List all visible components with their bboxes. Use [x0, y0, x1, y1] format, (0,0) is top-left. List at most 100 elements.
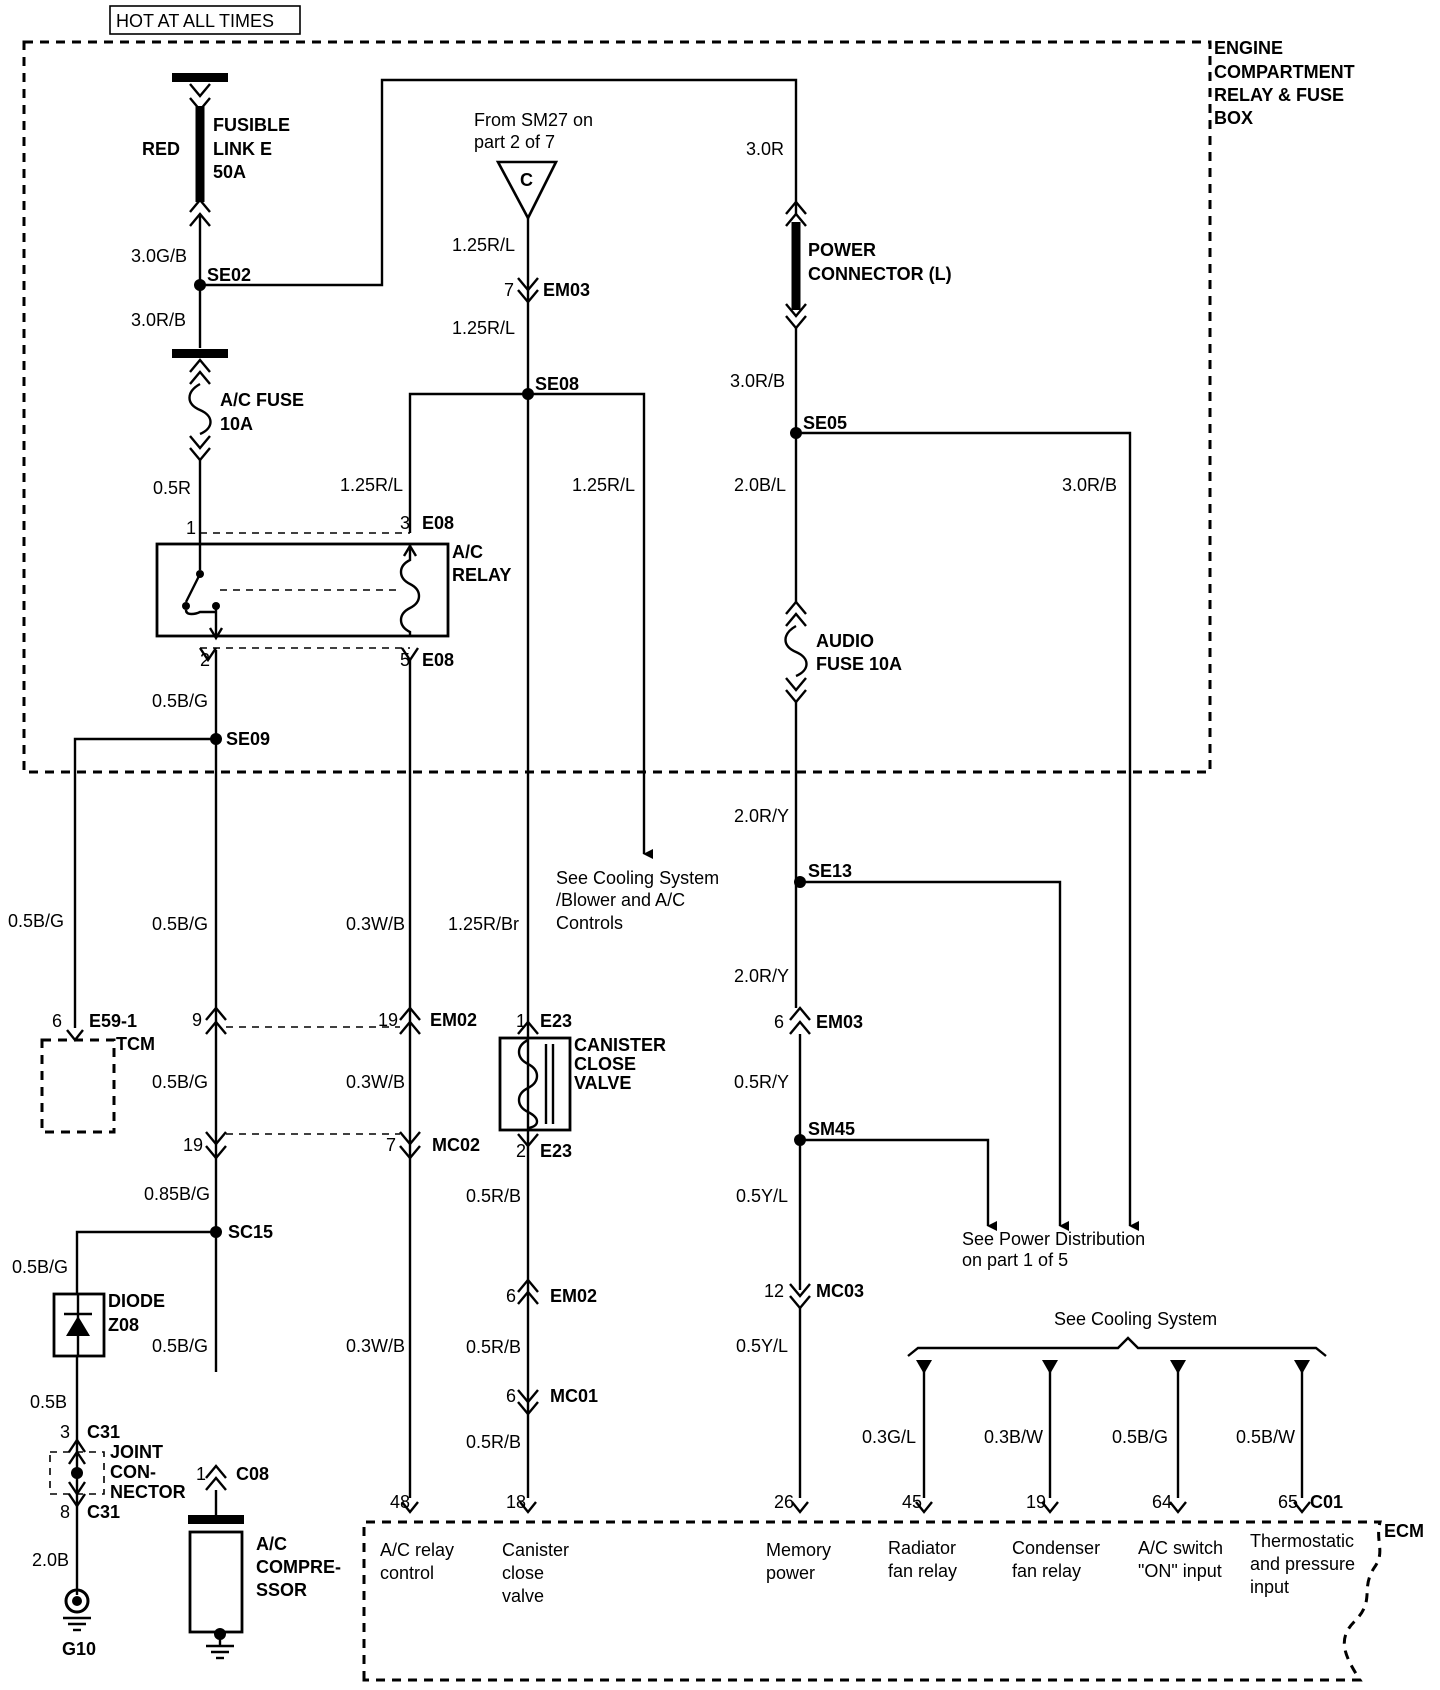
pins-p6em02-label: 6 [506, 1286, 516, 1306]
connectors-c08-label: C08 [236, 1464, 269, 1484]
ecm-functions-f45-0-label: Radiator [888, 1538, 956, 1558]
ecm-functions-f64-1-label: "ON" input [1138, 1561, 1222, 1581]
wire-segment [517, 1133, 539, 1148]
wire-segment [75, 1230, 216, 1293]
pins-ecm65-label: 65 [1278, 1492, 1298, 1512]
ecm-functions-f65-0-label: Thermostatic [1250, 1531, 1354, 1551]
wire-segment [399, 1131, 421, 1146]
wires-w-05bw-label: 0.5B/W [1236, 1427, 1295, 1447]
wires-w-03wb-c-label: 0.3W/B [346, 1336, 405, 1356]
ecm-functions-f18-1-label: close [502, 1563, 544, 1583]
wire-segment [517, 1389, 539, 1404]
components-ground-label: G10 [62, 1639, 96, 1659]
ac-compressor: A/C COMPRE- SSOR [188, 1515, 341, 1660]
ecm-functions-f18-2-label: valve [502, 1586, 544, 1606]
components-from-sm27-1-label: part 2 of 7 [474, 132, 555, 152]
references-power-dist-1-label: on part 1 of 5 [962, 1250, 1068, 1270]
wire-segment [184, 573, 202, 603]
wires-w-125rl-c-label: 1.25R/L [340, 475, 403, 495]
wire-segment [1041, 1501, 1059, 1514]
pins-p2e23-label: 2 [516, 1141, 526, 1161]
pins-p5-label: 5 [400, 650, 410, 670]
wire-segment [205, 1464, 227, 1479]
wire-segment [71, 1467, 83, 1479]
components-ac-fuse-1-label: 10A [220, 414, 253, 434]
wire-segment [517, 1038, 539, 1130]
pins-p1e23-label: 1 [516, 1011, 526, 1031]
wire-segment [495, 160, 559, 221]
wire-segment [791, 1501, 809, 1514]
wire-segment [188, 1530, 244, 1634]
canister-close-valve: CANISTER CLOSE VALVE [498, 1035, 666, 1132]
components-canister-0-label: CANISTER [574, 1035, 666, 1055]
components-diode-0-label: DIODE [108, 1291, 165, 1311]
components-joint-connector-0-label: JOINT [110, 1442, 163, 1462]
wire-segment [785, 303, 807, 318]
wire-segment [517, 277, 539, 292]
wire-segment [907, 1336, 1327, 1357]
wire-segment [800, 880, 1069, 1231]
cooling-inputs [916, 1360, 1310, 1498]
boxes-tcm-label: TCM [116, 1034, 155, 1054]
wires-w-30r-label: 3.0R [746, 139, 784, 159]
pins-p6tcm-label: 6 [52, 1011, 62, 1031]
tcm: 6 E59-1 TCM [40, 1011, 155, 1134]
wire-segment [789, 1020, 811, 1035]
wires-w-20ry-a-label: 2.0R/Y [734, 806, 789, 826]
engine-box-label: ENGINE COMPARTMENT RELAY & FUSE BOX [1214, 38, 1355, 128]
wire-segment [205, 1006, 227, 1021]
wires-w-125rbr-label: 1.25R/Br [448, 914, 519, 934]
pins-p1c08-label: 1 [196, 1464, 206, 1484]
wire-segment [916, 1360, 932, 1374]
components-canister-1-label: CLOSE [574, 1054, 636, 1074]
wire-segment [408, 392, 528, 533]
connectors-e08-bot-label: E08 [422, 650, 454, 670]
wire-segment [517, 1290, 539, 1305]
splices-se13-label: SE13 [808, 861, 852, 881]
wire-segment [785, 600, 807, 615]
components-from-sm27-0-label: From SM27 on [474, 110, 593, 130]
references-cooling-blower-1-label: /Blower and A/C [556, 890, 685, 910]
connectors-mc02-label: MC02 [432, 1135, 480, 1155]
ac-fuse-10a: A/C FUSE 10A [172, 349, 304, 462]
wires-w-05bg-tcm-label: 0.5B/G [8, 911, 64, 931]
wires-w-03wb-b-label: 0.3W/B [346, 1072, 405, 1092]
power-connector-l: POWER CONNECTOR (L) [785, 200, 952, 330]
wire-segment [73, 737, 216, 1028]
connectors-em03-right-label: EM03 [816, 1012, 863, 1032]
wires-w-05ry-label: 0.5R/Y [734, 1072, 789, 1092]
wire-segment [796, 431, 1139, 1231]
wires-w-05bg-c-label: 0.5B/G [152, 1072, 208, 1092]
wires-w-05bg-e-label: 0.5B/G [152, 1336, 208, 1356]
connectors-e59-label: E59-1 [89, 1011, 137, 1031]
components-diode-1-label: Z08 [108, 1315, 139, 1335]
wires-w-20b-label: 2.0B [32, 1550, 69, 1570]
wire-segment [1170, 1360, 1186, 1374]
wires-w-03gl-label: 0.3G/L [862, 1427, 916, 1447]
wire-segment [785, 200, 807, 215]
wire-segment [789, 1006, 811, 1021]
wire-segment [68, 1481, 86, 1497]
wires-w-085bg-label: 0.85B/G [144, 1184, 210, 1204]
splices-se08-label: SE08 [535, 374, 579, 394]
pins-p8c31-label: 8 [60, 1502, 70, 1522]
wire-segment [189, 358, 211, 373]
wire-segment [155, 542, 450, 638]
wire-segment [208, 627, 224, 641]
wires-w-30rb-a-label: 3.0R/B [131, 310, 186, 330]
connectors-em02-mid-label: EM02 [550, 1286, 597, 1306]
wire-segment [528, 392, 653, 859]
pins-p6em03-label: 6 [774, 1012, 784, 1032]
ecm-functions-f48-0-label: A/C relay [380, 1540, 454, 1560]
boxes-engine-box-0-label: ENGINE [1214, 38, 1283, 58]
ecm-functions-f64-0-label: A/C switch [1138, 1538, 1223, 1558]
wire-segment [1294, 1360, 1310, 1374]
ground-g10: G10 [62, 1588, 96, 1659]
splices-sc15-label: SC15 [228, 1222, 273, 1242]
ecm-functions-f65-1-label: and pressure [1250, 1554, 1355, 1574]
connectors-mc01-label: MC01 [550, 1386, 598, 1406]
pins-ecm19-label: 19 [1026, 1492, 1046, 1512]
ac-relay: A/C RELAY [155, 532, 511, 649]
pins-p9-label: 9 [192, 1010, 202, 1030]
